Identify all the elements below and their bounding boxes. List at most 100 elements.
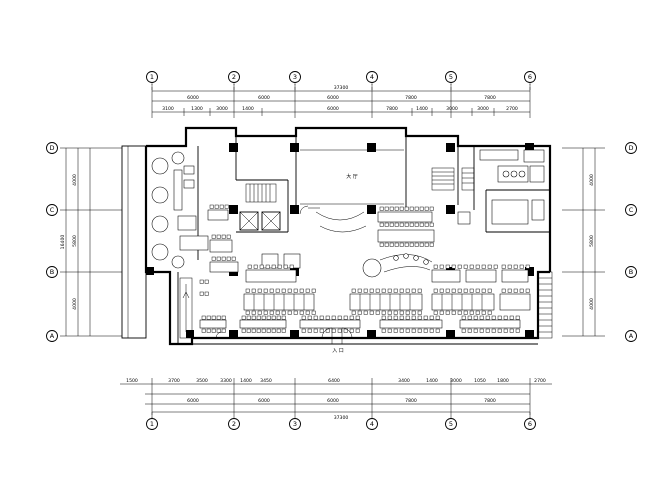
grid-bubbles-top: 1 2 3 4 5 6 [146, 71, 536, 83]
chair [206, 315, 211, 320]
dim-bottom-axis-5: 7800 [484, 398, 496, 404]
chair [513, 288, 518, 293]
chair [384, 242, 389, 247]
chair [389, 222, 394, 227]
svg-text:4: 4 [370, 420, 374, 428]
chair [479, 328, 484, 333]
chair [509, 315, 514, 320]
entrance-doors [215, 205, 353, 344]
chair [261, 315, 266, 320]
chair [226, 234, 231, 239]
chair [201, 328, 206, 333]
dim-bottom-detail-12: 1800 [497, 378, 509, 384]
chair [493, 264, 498, 269]
chair [231, 256, 236, 261]
chair [479, 315, 484, 320]
lobby-area [300, 149, 404, 233]
chair [307, 328, 312, 333]
chair [311, 288, 316, 293]
dim-top-detail-10: 2700 [506, 106, 518, 112]
chair [404, 242, 409, 247]
chair [503, 315, 508, 320]
chair [384, 206, 389, 211]
svg-text:2: 2 [232, 73, 236, 81]
chair [457, 288, 462, 293]
chair [307, 315, 312, 320]
grid-bubble-right-C: C [625, 204, 637, 216]
chair [481, 288, 486, 293]
stair-right [431, 167, 475, 191]
chair [257, 288, 262, 293]
chair [311, 310, 316, 315]
grid-bubble-right-A: A [625, 330, 637, 342]
chair [409, 222, 414, 227]
svg-text:B: B [50, 268, 54, 276]
chair [435, 328, 440, 333]
chair [226, 256, 231, 261]
chair [381, 288, 386, 293]
svg-text:3: 3 [293, 73, 297, 81]
dim-left-axis-3: 4000 [72, 298, 78, 310]
dim-bottom-detail-9: 1400 [426, 378, 438, 384]
dim-right-axis-3: 4000 [589, 298, 595, 310]
grid-bubble-left-A: A [46, 330, 58, 342]
chair [439, 288, 444, 293]
chair [275, 288, 280, 293]
dim-bottom-detail-11: 1050 [474, 378, 486, 384]
grid-bubble-bottom-2: 2 [228, 418, 240, 430]
chair [281, 328, 286, 333]
chair [281, 315, 286, 320]
dim-bottom-detail-3: 3500 [196, 378, 208, 384]
chair [209, 204, 214, 209]
chair [507, 264, 512, 269]
chair [389, 242, 394, 247]
grid-bubble-bottom-3: 3 [289, 418, 301, 430]
chair [393, 288, 398, 293]
chair [389, 206, 394, 211]
chair [204, 291, 209, 296]
grid-bubble-top-1: 1 [146, 71, 158, 83]
chair [469, 264, 474, 269]
chair [283, 264, 288, 269]
chair [266, 315, 271, 320]
chair [277, 264, 282, 269]
chair [219, 204, 224, 209]
svg-text:6: 6 [528, 73, 532, 81]
dim-top-axis-3: 6000 [327, 95, 339, 101]
grid-bubbles-bottom: 1 2 3 4 5 6 [146, 418, 536, 430]
svg-text:A: A [50, 332, 55, 340]
dim-top-overall: 37300 [334, 85, 349, 91]
chair [429, 222, 434, 227]
chair [265, 264, 270, 269]
chair [381, 328, 386, 333]
chair [487, 288, 492, 293]
svg-text:1: 1 [150, 420, 154, 428]
chair [525, 288, 530, 293]
chair [411, 310, 416, 315]
stair-right-bottom [538, 277, 552, 333]
grid-bubble-bottom-5: 5 [445, 418, 457, 430]
chair [461, 315, 466, 320]
chair [519, 264, 524, 269]
chair [251, 315, 256, 320]
chair [491, 315, 496, 320]
svg-text:3: 3 [293, 420, 297, 428]
chair [429, 328, 434, 333]
chair [381, 310, 386, 315]
dim-top-detail-1: 3100 [162, 106, 174, 112]
chair [301, 315, 306, 320]
stair-left [179, 277, 193, 339]
chair [256, 315, 261, 320]
chair [491, 328, 496, 333]
chair [379, 222, 384, 227]
chair [399, 242, 404, 247]
chair [433, 264, 438, 269]
grid-bubble-right-D: D [625, 142, 637, 154]
dim-bottom-axis-4: 7800 [405, 398, 417, 404]
chair [343, 315, 348, 320]
dim-top-detail-7: 1400 [416, 106, 428, 112]
chair [319, 328, 324, 333]
dim-top-detail-6: 7800 [386, 106, 398, 112]
chair [216, 328, 221, 333]
chair [475, 264, 480, 269]
